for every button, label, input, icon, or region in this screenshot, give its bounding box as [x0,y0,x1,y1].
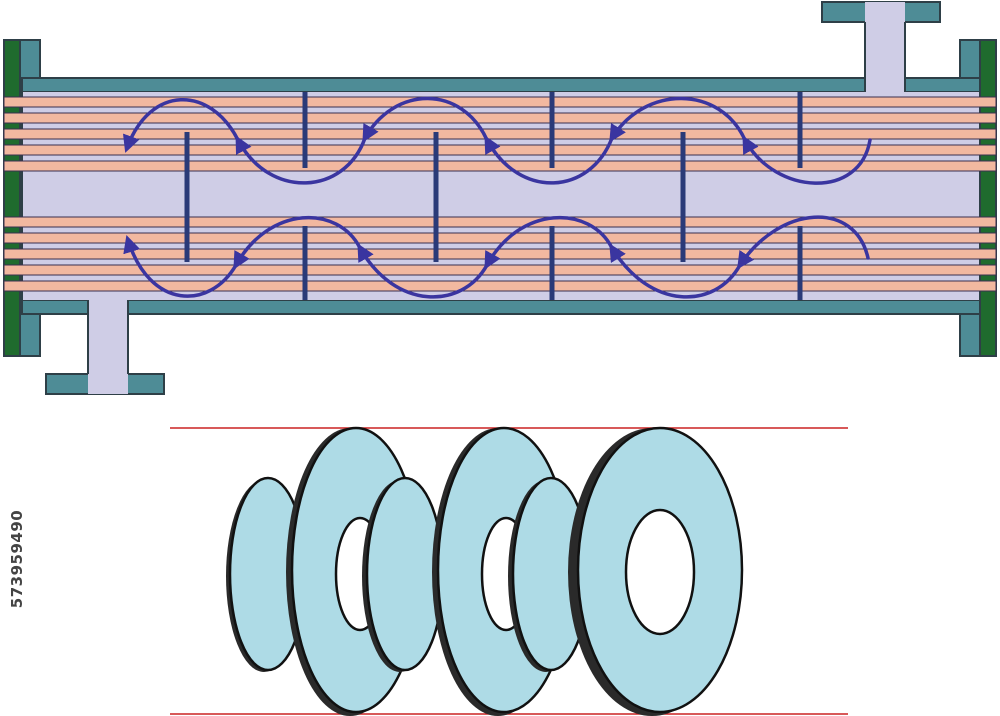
tube [3,160,997,172]
tube [3,232,997,244]
shell-top-wall [21,77,983,93]
flow-arrow [484,135,614,185]
shell-bottom-wall [21,299,983,315]
baffle [549,226,555,300]
flow-arrow [609,243,742,299]
baffle [797,92,803,168]
baffle-doughnut [568,426,744,716]
stock-id-label: 573959490 [4,474,30,644]
tube [3,128,997,140]
flow-arrow [484,215,614,270]
tube [3,264,997,276]
tube [3,280,997,292]
stock-id-text: 573959490 [8,509,26,609]
baffle [433,132,439,262]
tube [3,144,997,156]
flow-arrow [362,96,489,143]
shell-outlet-nozzle [821,1,941,92]
left-tube-sheet [3,39,21,357]
disc-and-doughnut-baffles [170,426,848,716]
baffle-disc [362,476,445,672]
baffle [184,132,190,262]
baffle [302,92,308,168]
baffle-disc [508,476,591,672]
shell-inlet-nozzle [45,300,165,395]
tube [3,96,997,108]
flow-arrow [235,135,367,185]
tube [3,248,997,260]
tube [3,112,997,124]
shell-side-flow-arrows [122,96,872,299]
flow-arrow [742,135,872,185]
segmental-baffles [184,92,803,300]
flow-arrow [233,215,362,270]
baffle-disc [226,476,308,672]
right-tube-sheet [979,39,997,357]
flow-arrow [122,98,240,153]
baffle [680,132,686,262]
baffle [797,226,803,300]
flow-arrow [737,215,870,270]
baffle [302,226,308,300]
baffle [549,92,555,168]
flow-arrow [123,234,238,298]
shell [3,1,997,395]
flow-arrow [357,243,489,299]
tube [3,216,997,228]
flow-arrow [609,96,747,143]
